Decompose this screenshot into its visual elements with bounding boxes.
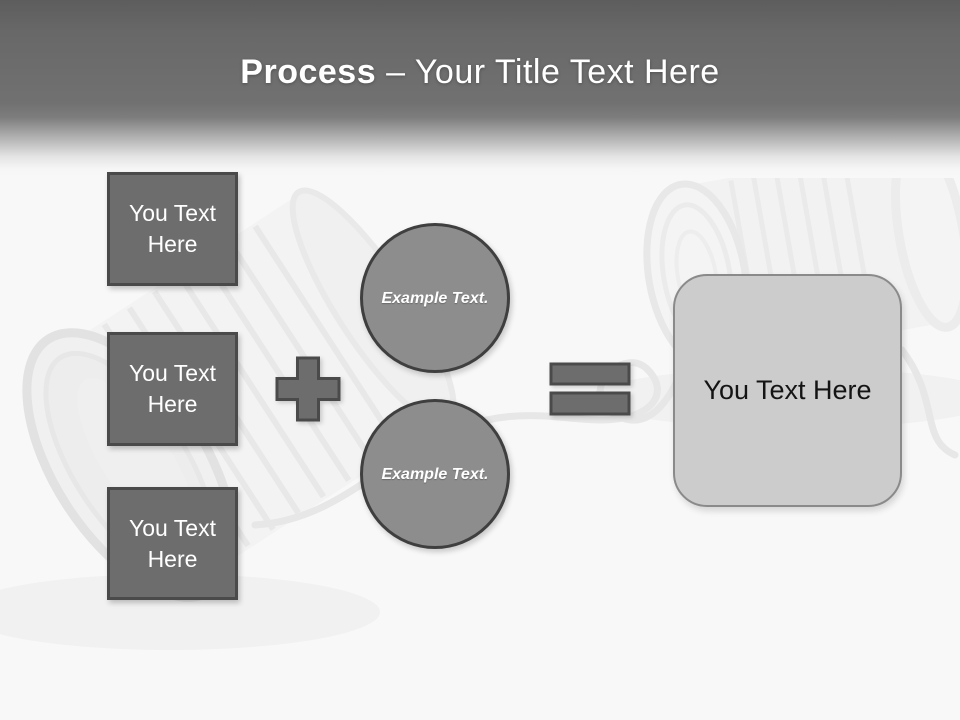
input-box-1[interactable]: You Text Here [107,172,238,286]
input-box-2-label: You Text Here [129,360,216,417]
result-box[interactable]: You Text Here [673,274,902,507]
input-box-3[interactable]: You Text Here [107,487,238,600]
plus-icon[interactable] [273,354,343,424]
example-circle-1[interactable]: Example Text. [360,223,510,373]
title-bar: Process– Your Title Text Here [0,0,960,178]
title-subtitle: – Your Title Text Here [386,53,720,91]
input-box-3-label: You Text Here [129,514,216,572]
result-box-label: You Text Here [703,375,872,405]
example-circle-1-label: Example Text. [381,289,489,307]
input-box-2[interactable]: You Text Here [107,332,238,446]
input-box-1-label: You Text Here [129,200,216,257]
equals-icon[interactable] [546,359,634,419]
slide-title[interactable]: Process– Your Title Text Here [240,0,719,92]
title-keyword: Process [240,53,377,91]
example-circle-2-label: Example Text. [381,465,489,483]
example-circle-2[interactable]: Example Text. [360,399,510,549]
